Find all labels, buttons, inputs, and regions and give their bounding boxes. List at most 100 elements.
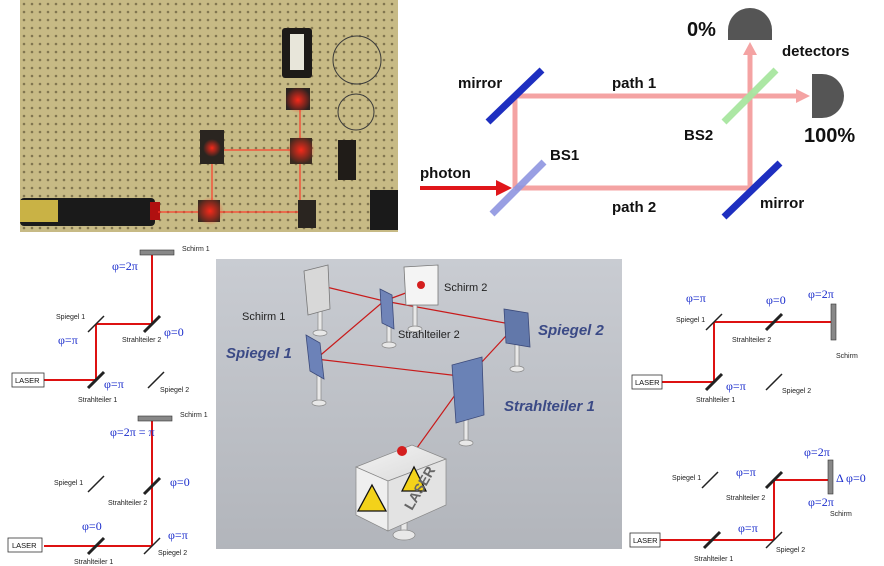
- label-phi-pi-left: φ=π: [736, 465, 756, 479]
- label-phi-pi: φ=π: [168, 528, 188, 542]
- laser-warning-icon-2: [400, 465, 428, 492]
- label-path2: path 2: [612, 199, 656, 216]
- label-spiegel-2: Spiegel 2: [776, 547, 805, 554]
- laser-warning-icon: [356, 483, 388, 512]
- label-phi-0-bottom: φ=0: [82, 519, 102, 533]
- arrow-up: [743, 42, 757, 55]
- laser-box: [11, 372, 45, 388]
- sketch-bottom-right: LASER φ=2π Spiegel 1 φ=π Δ φ=0 Strahltei…: [629, 445, 866, 563]
- label-det-right: 100%: [804, 125, 855, 147]
- mach-zehnder-diagram: mirror path 1 BS1 photon path 2 mirror B…: [420, 8, 855, 220]
- spiegel-2-line: [765, 531, 783, 549]
- label-mirror-top: mirror: [458, 75, 502, 92]
- mirror-bottom: [721, 160, 783, 220]
- spiegel-1-line: [701, 471, 719, 489]
- label-laser: LASER: [15, 376, 40, 385]
- strahlteiler-1-line: [702, 530, 722, 550]
- label-phi-2pi: φ=2π: [808, 287, 834, 301]
- schirm-2-spot: [417, 281, 425, 289]
- laser-aperture: [397, 446, 407, 456]
- label-phi-0: φ=0: [164, 325, 184, 339]
- spiegel-1-plate: [305, 334, 325, 380]
- lab-photo: [20, 0, 398, 232]
- strahlteiler-1-line: [704, 372, 724, 392]
- label-spiegel-2: Spiegel 2: [160, 387, 189, 394]
- label-phi-delta: Δ φ=0: [836, 471, 866, 485]
- label-phi-2pi-top: φ=2π: [804, 445, 830, 459]
- label-spiegel-2: Spiegel 2: [158, 550, 187, 557]
- label-phi-0: φ=0: [766, 293, 786, 307]
- label-phi-pi-bottom: φ=π: [104, 377, 124, 391]
- laser-box: [629, 532, 661, 548]
- label-schirm: Schirm: [830, 511, 852, 518]
- laser-box: [7, 537, 43, 553]
- detector-top: [728, 8, 772, 40]
- label-schirm: Schirm: [836, 353, 858, 360]
- strahlteiler-2-line: [764, 470, 784, 490]
- spiegel-2-line: [147, 371, 165, 389]
- label-st1: Strahlteiler 1: [78, 397, 117, 404]
- label-det-top: 0%: [687, 19, 716, 41]
- label-strahlteiler-1: Strahlteiler 1: [504, 398, 595, 415]
- label-detectors: detectors: [782, 43, 850, 60]
- label-laser: LASER: [12, 541, 37, 550]
- label-schirm: Schirm 1: [180, 412, 208, 419]
- label-st2: Strahlteiler 2: [108, 500, 147, 507]
- label-mirror-bottom: mirror: [760, 195, 804, 212]
- sketch-top-left: LASER Schirm 1 φ=2π Spiegel 1 φ=π φ=0 St…: [11, 246, 210, 404]
- label-phi-2pi: φ=2π: [112, 259, 138, 273]
- label-st2: Strahlteiler 2: [122, 337, 161, 344]
- spiegel-2-line: [765, 373, 783, 391]
- label-phi-pi-left: φ=π: [58, 333, 78, 347]
- photon-arrow: [496, 180, 512, 196]
- strahlteiler-1-line: [86, 370, 106, 390]
- strahlteiler-2-line: [142, 476, 162, 496]
- strahlteiler-2-line: [142, 314, 162, 334]
- label-spiegel-1: Spiegel 1: [54, 480, 83, 487]
- arrow-right: [796, 89, 810, 103]
- bs1: [489, 159, 547, 217]
- label-spiegel-2: Spiegel 2: [782, 388, 811, 395]
- schirm-bar: [137, 415, 173, 422]
- label-phi-2pi-bottom: φ=2π: [808, 495, 834, 509]
- schirm-bar: [139, 249, 175, 256]
- laser-box-side: [387, 458, 447, 532]
- label-phi-0-mid: φ=0: [170, 475, 190, 489]
- label-spiegel-1: Spiegel 1: [226, 345, 292, 362]
- label-st1: Strahlteiler 1: [696, 397, 735, 404]
- label-laser: LASER: [635, 378, 660, 387]
- spiegel-2-plate: [503, 308, 531, 348]
- strahlteiler-1-plate: [451, 356, 485, 424]
- mirror-top: [485, 67, 545, 125]
- spiegel-1-line: [87, 315, 105, 333]
- label-laser: LASER: [633, 536, 658, 545]
- label-st1: Strahlteiler 1: [694, 556, 733, 563]
- label-schirm-1: Schirm 1: [242, 311, 285, 323]
- label-photon: photon: [420, 165, 471, 182]
- sketch-bottom-left: LASER Schirm 1 φ=2π = π Spiegel 1 φ=0 St…: [7, 412, 208, 566]
- sketch-top-right: LASER φ=π φ=0 φ=2π Spiegel 1 Strahlteile…: [631, 287, 858, 404]
- strahlteiler-2-line: [764, 312, 784, 332]
- label-path1: path 1: [612, 75, 656, 92]
- laser-box: [631, 374, 663, 390]
- spiegel-1-line: [87, 475, 105, 493]
- label-st2: Strahlteiler 2: [726, 495, 765, 502]
- strahlteiler-2-plate: [379, 288, 395, 330]
- label-bs1: BS1: [550, 147, 579, 164]
- schirm-bar: [827, 459, 834, 495]
- bs2: [721, 67, 779, 125]
- label-spiegel-1: Spiegel 1: [672, 475, 701, 482]
- label-schirm: Schirm 1: [182, 246, 210, 253]
- spiegel-2-line: [143, 537, 161, 555]
- label-st1: Strahlteiler 1: [74, 559, 113, 566]
- label-schirm-2: Schirm 2: [444, 282, 487, 294]
- label-bs2: BS2: [684, 127, 713, 144]
- label-phi-2pi-pi: φ=2π = π: [110, 425, 155, 439]
- label-spiegel-1: Spiegel 1: [676, 317, 705, 324]
- schirm-bar: [830, 303, 837, 341]
- strahlteiler-1-line: [86, 536, 106, 556]
- scene-3d: Schirm 1 Schirm 2 Strahlteiler 2 Spiegel…: [216, 259, 622, 549]
- label-spiegel-1: Spiegel 1: [56, 314, 85, 321]
- label-st2: Strahlteiler 2: [732, 337, 771, 344]
- detector-right: [812, 74, 844, 118]
